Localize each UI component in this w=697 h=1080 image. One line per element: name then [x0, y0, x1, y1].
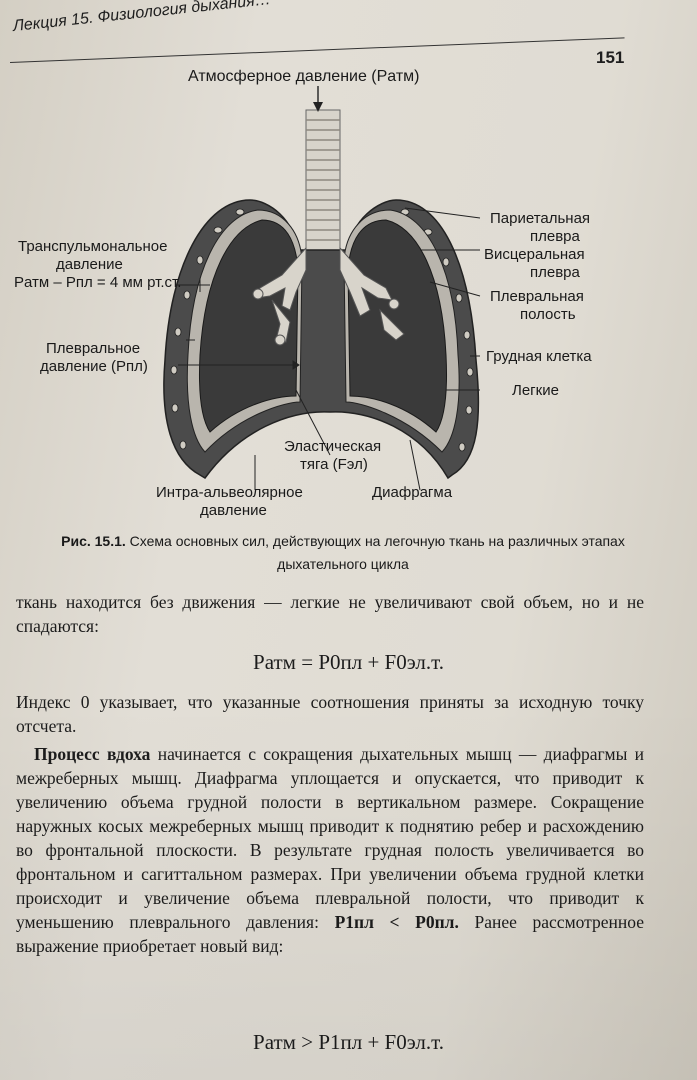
- label-transpulmonary-1: Транспульмональное: [18, 238, 168, 255]
- label-transpulmonary-2: давление: [56, 256, 123, 273]
- atm-arrow: [313, 86, 323, 112]
- label-intra-2: давление: [200, 502, 267, 519]
- label-parietal-1: Париетальная: [490, 210, 591, 227]
- label-pleural-cavity-1: Плевральная: [490, 288, 584, 305]
- label-visceral-2: плевра: [530, 264, 580, 281]
- lung-diagram: [163, 86, 481, 491]
- formula-1-text: Pатм = P0пл + F0эл.т.: [253, 650, 444, 674]
- paragraph-3: Процесс вдоха начинается с сокращения ды…: [16, 742, 644, 958]
- paragraph-1: ткань находится без движения — легкие не…: [16, 592, 644, 636]
- paragraph-2: Индекс 0 указывает, что указанные соотно…: [16, 692, 644, 736]
- paragraph-3-text: начинается с сокращения дыхательных мышц…: [16, 744, 644, 932]
- formula-2-text: Pатм > P1пл + F0эл.т.: [253, 1030, 444, 1054]
- figure-caption: Рис. 15.1. Схема основных сил, действующ…: [18, 530, 668, 576]
- label-visceral-1: Висцеральная: [484, 246, 585, 263]
- caption-prefix: Рис. 15.1.: [61, 533, 126, 549]
- bronchi: [252, 246, 405, 346]
- label-elastic-1: Эластическая: [284, 438, 382, 455]
- label-parietal-2: плевра: [530, 228, 580, 245]
- page-number: 151: [596, 48, 625, 67]
- caption-text: Схема основных сил, действующих на легоч…: [129, 533, 625, 572]
- running-head: Лекция 15. Физиология дыхания…: [12, 0, 272, 36]
- label-pleural-pressure-2: давление (Pпл): [40, 358, 148, 375]
- paragraph-3-tail: Ранее рассмотренное выражение приобретае…: [16, 912, 645, 956]
- label-chest: Грудная клетка: [486, 348, 592, 365]
- label-transpulmonary-formula: Pатм – Pпл = 4 мм рт.ст.: [14, 274, 182, 291]
- label-pleural-cavity-2: полость: [520, 306, 576, 323]
- lung-left: [199, 219, 299, 433]
- leader-lines: [175, 207, 481, 491]
- formula-2: Pатм > P1пл + F0эл.т.: [0, 1030, 697, 1055]
- paragraph-3-inline-formula: P1пл < P0пл.: [334, 912, 459, 932]
- rib-sections: [170, 208, 474, 452]
- lung-diagram-figure: Атмосферное давление (Pатм) Париетальная…: [0, 60, 697, 580]
- label-lungs: Легкие: [512, 382, 559, 399]
- label-diaphragm: Диафрагма: [372, 484, 453, 501]
- label-atm-pressure: Атмосферное давление (Pатм): [188, 68, 420, 85]
- trachea: [305, 109, 341, 251]
- label-elastic-2: тяга (Fэл): [300, 456, 368, 473]
- label-intra-1: Интра-альвеолярное: [156, 484, 303, 501]
- paragraph-3-bold: Процесс вдоха: [34, 744, 151, 764]
- label-pleural-pressure-1: Плевральное: [46, 340, 141, 357]
- formula-1: Pатм = P0пл + F0эл.т.: [0, 650, 697, 675]
- lung-right: [347, 219, 447, 433]
